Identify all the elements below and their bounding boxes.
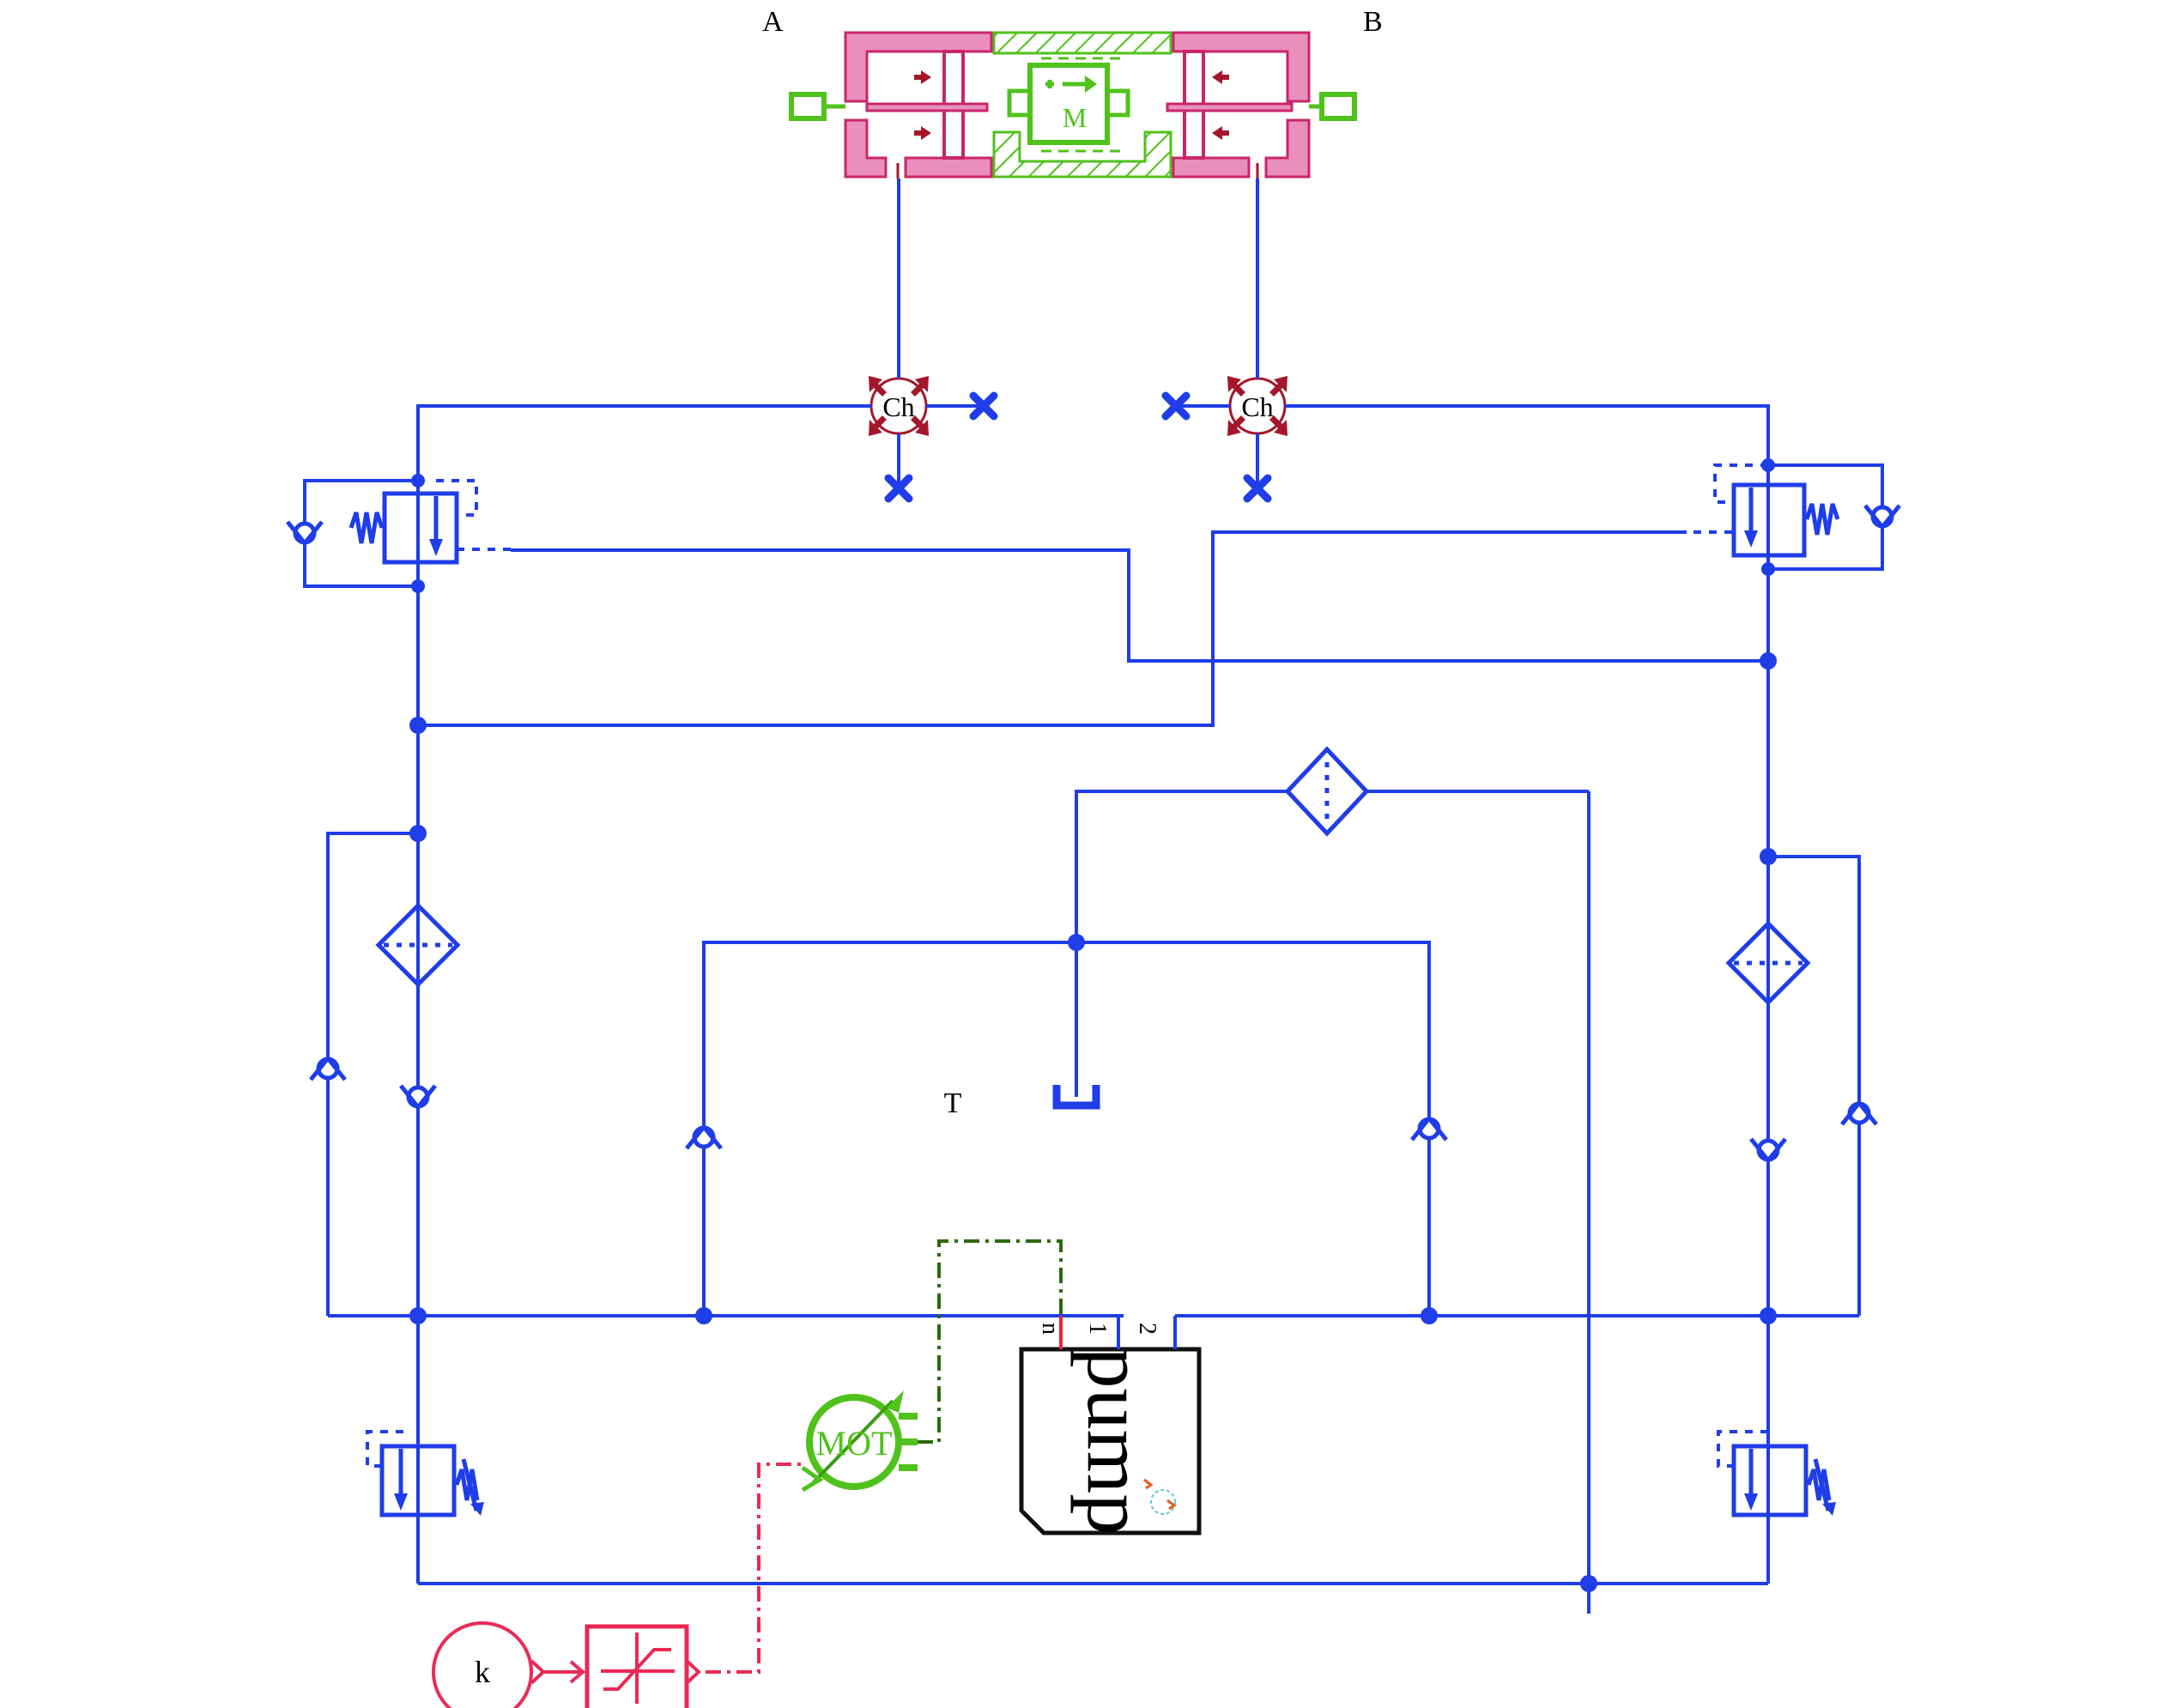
constant-label: k (475, 1655, 490, 1689)
check-valve-left-outer[interactable] (309, 1054, 347, 1081)
filter-right[interactable] (1725, 920, 1811, 1006)
hydraulic-chamber-left[interactable]: Ch (869, 376, 929, 436)
pressure-relief-valve-top-left[interactable] (348, 479, 511, 565)
cylinder-right-housing-bottom-inner (1172, 156, 1251, 179)
cylinder-left-housing-top (844, 31, 993, 103)
guide-top-hatch (992, 31, 1172, 55)
chamber-left-label: Ch (882, 391, 914, 422)
check-valve-top-right[interactable] (1863, 504, 1901, 531)
check-valve-inner-left[interactable] (685, 1123, 723, 1150)
port-a-label: A (762, 6, 784, 38)
plug-icon (1161, 391, 1191, 421)
guide-bottom-hatch (992, 130, 1172, 179)
adjustable-spring-icon (1806, 1469, 1832, 1501)
mass-right-port (1105, 88, 1130, 118)
double-acting-cylinder[interactable]: M (789, 31, 1357, 179)
signal-link (706, 1463, 805, 1674)
plug-icon (969, 391, 998, 421)
pressure-relief-valve-bottom-left[interactable] (366, 1430, 484, 1517)
pump[interactable]: n 1 2 pump (1019, 1316, 1202, 1535)
electric-motor[interactable]: MOT (801, 1390, 918, 1493)
pressure-arrow-icon (1212, 70, 1229, 84)
displacement-arrow-icon (1045, 80, 1087, 88)
pressure-arrow-icon (1212, 126, 1229, 140)
check-valve-right-inner[interactable] (1749, 1137, 1787, 1165)
adjustable-spring-icon (454, 1469, 480, 1501)
check-valve-left-inner[interactable] (399, 1084, 437, 1111)
plug-icon (884, 474, 913, 503)
pressure-arrow-icon (914, 126, 931, 140)
cylinder-right-housing-top (1172, 31, 1311, 103)
cylinder-left-housing-bottom-inner (904, 156, 993, 179)
mass-label: M (1063, 102, 1087, 133)
pressure-relief-valve-top-right[interactable] (1687, 463, 1840, 558)
motor-label: MOT (816, 1424, 893, 1463)
charge-line (702, 941, 1431, 1316)
displacement-arrowhead-icon (1085, 76, 1097, 93)
hydraulic-chamber-right[interactable]: Ch (1227, 376, 1288, 436)
pressure-relief-valve-bottom-right[interactable] (1717, 1430, 1836, 1517)
pump-port-2-label: 2 (1134, 1323, 1160, 1335)
pump-icon (1150, 1489, 1176, 1515)
saturation-block[interactable] (585, 1624, 701, 1708)
port-b-label: B (1363, 6, 1383, 38)
right-bypass-line (1768, 855, 1861, 1316)
mass-left-port (1007, 88, 1033, 118)
left-piston-rod (865, 102, 989, 112)
pump-port-1-label: 1 (1084, 1323, 1111, 1335)
filter-return[interactable] (1284, 746, 1370, 837)
cylinder-left-housing-bottom-outer (844, 118, 888, 179)
variable-arrow-icon (809, 1399, 894, 1487)
tank-icon[interactable] (1052, 1085, 1100, 1110)
pilot-line-b (418, 530, 1687, 727)
pilot-line-a (511, 548, 1768, 663)
plug-icon (1243, 474, 1272, 503)
line-b-main (1285, 404, 1770, 1584)
tank-label: T (944, 1087, 962, 1119)
saturation-curve-icon (603, 1648, 671, 1691)
line-a-main (416, 404, 871, 1584)
return-filter-in (1075, 790, 1288, 942)
cylinder-right-housing-bottom-outer (1264, 118, 1311, 179)
right-piston-rod (1166, 102, 1294, 112)
left-bypass-line (326, 832, 418, 1316)
left-rod-end-port[interactable] (789, 92, 827, 121)
pump-body (1019, 1347, 1202, 1535)
check-valve-right-outer[interactable] (1840, 1099, 1878, 1126)
spring-icon (348, 512, 385, 544)
check-valve-top-left[interactable] (286, 520, 324, 548)
check-valve-inner-right[interactable] (1410, 1114, 1448, 1142)
constant-source[interactable]: k (432, 1621, 546, 1708)
chamber-right-label: Ch (1241, 391, 1273, 422)
pump-label: pump (1070, 1348, 1162, 1535)
filter-left[interactable] (375, 902, 461, 988)
spring-icon (1804, 503, 1840, 536)
shaft-link (918, 1239, 1063, 1444)
pressure-arrow-icon (914, 70, 931, 84)
pump-port-n-label: n (1037, 1323, 1063, 1335)
right-rod-end-port[interactable] (1319, 92, 1357, 121)
